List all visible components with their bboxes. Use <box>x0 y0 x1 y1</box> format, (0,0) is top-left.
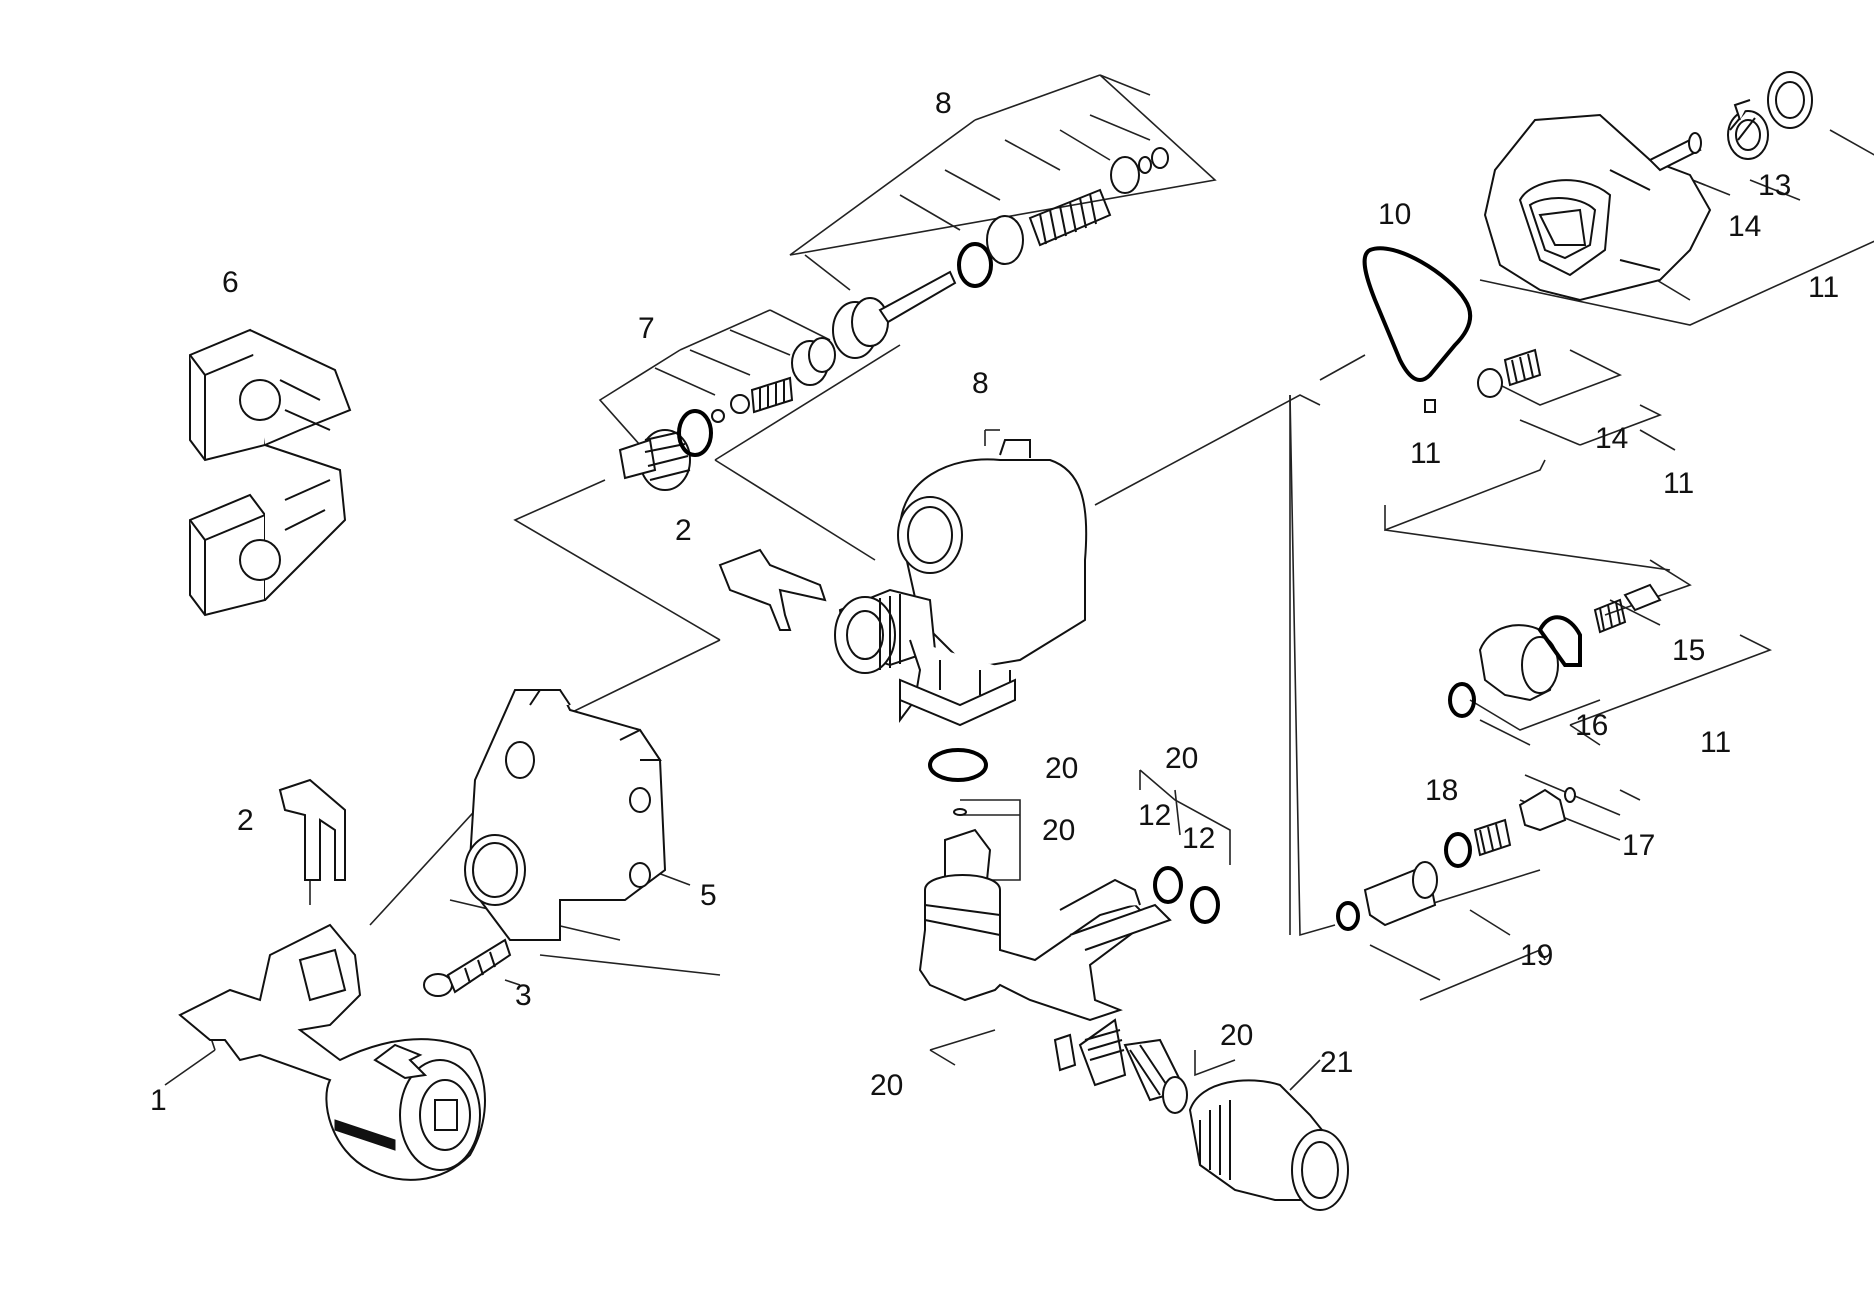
callout-label: 5 <box>700 879 717 912</box>
callout-label: 11 <box>1410 437 1441 470</box>
callout-label: 16 <box>1575 709 1608 742</box>
part-20-oring-large <box>928 748 988 816</box>
part-13-rings <box>1727 71 1813 160</box>
part-5-flange <box>464 689 667 941</box>
callout-label: 14 <box>1595 422 1628 455</box>
callout-label: 10 <box>1378 198 1411 231</box>
callout-label: 20 <box>870 1069 903 1102</box>
part-10-gasket <box>1362 246 1473 413</box>
callout-label: 3 <box>515 979 532 1012</box>
pump-housing <box>834 439 1088 727</box>
part-3-screw <box>423 938 512 997</box>
callout-label: 11 <box>1663 467 1694 500</box>
part-8-stack <box>832 147 1169 359</box>
callout-label: 20 <box>1220 1019 1253 1052</box>
callout-label: 12 <box>1182 822 1215 855</box>
callout-label: 21 <box>1320 1046 1353 1079</box>
callout-labels: 1 2 2 3 5 6 7 8 8 10 11 11 11 11 12 12 1… <box>150 87 1839 1117</box>
callout-label: 2 <box>675 514 692 547</box>
callout-label: 11 <box>1808 271 1839 304</box>
part-15-16 <box>1448 583 1662 718</box>
callout-label: 8 <box>935 87 952 120</box>
pipe-assembly <box>918 828 1188 1114</box>
callout-label: 17 <box>1622 829 1655 862</box>
callout-label: 7 <box>638 312 655 345</box>
callout-label: 20 <box>1165 742 1198 775</box>
part-17-18-19 <box>1336 787 1576 931</box>
part-6-bracket <box>189 328 352 617</box>
part-2-clip-lower <box>278 778 346 881</box>
callout-label: 11 <box>1700 726 1731 759</box>
leader-lines <box>164 74 1874 1091</box>
callout-label: 13 <box>1758 169 1791 202</box>
part-7-valve <box>618 337 836 491</box>
part-14-pin-top <box>1648 132 1702 172</box>
callout-label: 20 <box>1042 814 1075 847</box>
callout-label: 18 <box>1425 774 1458 807</box>
callout-label: 1 <box>150 1084 167 1117</box>
callout-label: 6 <box>222 266 239 299</box>
callout-label: 15 <box>1672 634 1705 667</box>
part-1-handle <box>178 923 486 1181</box>
callout-label: 2 <box>237 804 254 837</box>
part-14-spring-mid <box>1477 348 1542 398</box>
part-2-clip-upper <box>718 548 827 631</box>
callout-label: 20 <box>1045 752 1078 785</box>
part-12-orings <box>1153 866 1220 924</box>
callout-label: 14 <box>1728 210 1761 243</box>
callout-label: 8 <box>972 367 989 400</box>
part-21-coupling <box>1188 1079 1349 1211</box>
callout-label: 19 <box>1520 939 1553 972</box>
parts <box>178 71 1813 1211</box>
callout-label: 12 <box>1138 799 1171 832</box>
part-11-block <box>1483 113 1712 302</box>
